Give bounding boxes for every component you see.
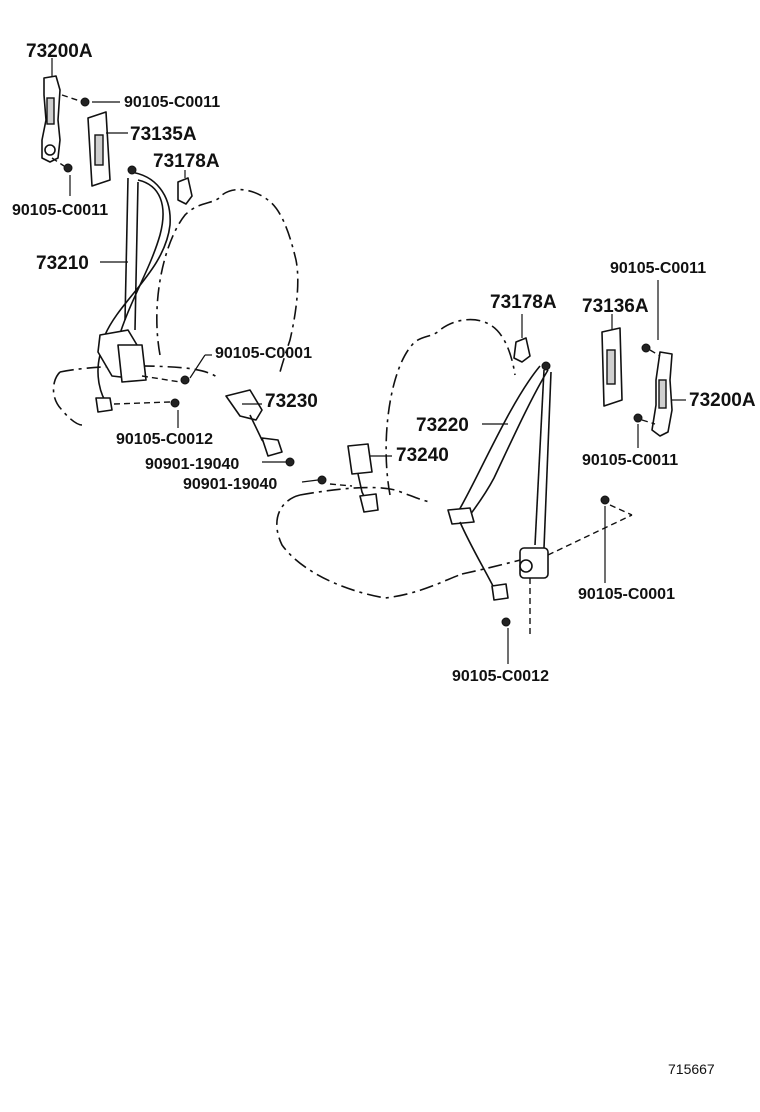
label-90901-19040-a: 90901-19040 xyxy=(145,456,239,473)
label-73200A-right: 73200A xyxy=(689,390,756,411)
label-90105-C0011-b: 90105-C0011 xyxy=(12,202,108,219)
label-73220: 73220 xyxy=(416,415,469,436)
left-outer-belt-assembly xyxy=(95,165,171,413)
label-90901-19040-b: 90901-19040 xyxy=(183,476,277,493)
left-pillar-cover xyxy=(87,111,111,187)
diagram-reference-number: 715667 xyxy=(668,1061,715,1077)
label-73178A-right: 73178A xyxy=(490,292,557,313)
left-retractor-bolt xyxy=(180,375,190,385)
label-73135A: 73135A xyxy=(130,124,197,145)
right-floor-dashline xyxy=(547,514,633,556)
label-90105-C0001-left: 90105-C0001 xyxy=(215,345,312,362)
center-buckle-left xyxy=(225,389,295,467)
label-73230: 73230 xyxy=(265,391,318,412)
label-90105-C0012-right: 90105-C0012 xyxy=(452,668,549,685)
label-90105-C0011-a: 90105-C0011 xyxy=(124,94,220,111)
label-90105-C0012-left: 90105-C0012 xyxy=(116,431,213,448)
label-73178A-left: 73178A xyxy=(153,151,220,172)
left-anchor-bolt xyxy=(170,398,180,408)
label-90105-C0011-d: 90105-C0011 xyxy=(582,452,678,469)
label-73136A: 73136A xyxy=(582,296,649,317)
center-buckle-right xyxy=(317,443,379,513)
right-bolt-dashline xyxy=(609,504,633,516)
label-73240: 73240 xyxy=(396,445,449,466)
left-anchor-bolt-dashline xyxy=(113,401,171,405)
left-shoulder-anchor-adjuster xyxy=(41,58,90,173)
right-belt-guide xyxy=(513,337,531,363)
left-seat-outline xyxy=(52,188,299,426)
label-90105-C0001-right: 90105-C0001 xyxy=(578,586,675,603)
label-90105-C0011-c: 90105-C0011 xyxy=(610,260,706,277)
right-shoulder-anchor-adjuster xyxy=(633,343,673,437)
right-pillar-cover xyxy=(601,327,623,407)
right-outer-belt-assembly xyxy=(447,361,552,636)
label-73210: 73210 xyxy=(36,253,89,274)
leader-lines xyxy=(69,101,686,664)
right-retractor-bolt xyxy=(600,495,610,505)
left-retractor-bolt-dashline xyxy=(141,375,181,383)
label-73200A-left: 73200A xyxy=(26,41,93,62)
left-belt-guide xyxy=(177,177,193,205)
